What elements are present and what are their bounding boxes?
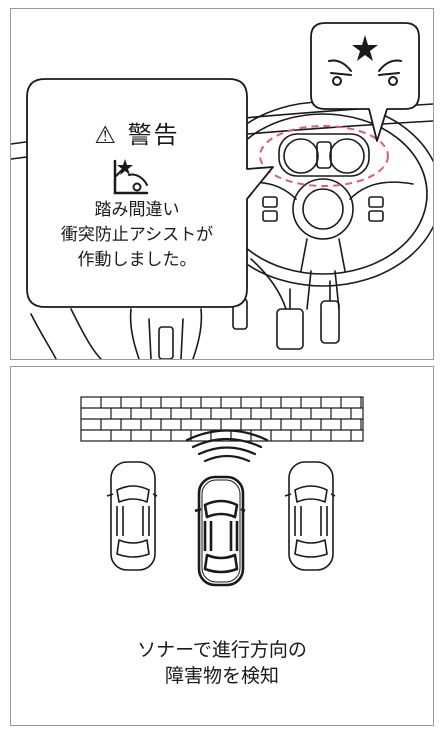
car-outline-part — [201, 479, 241, 583]
car-outline-part — [284, 493, 336, 497]
car-outline-part — [294, 539, 328, 558]
warning-title-text: 警告 — [127, 121, 180, 149]
own-car — [194, 475, 246, 587]
brick-wall — [80, 396, 364, 442]
warning-triangle-icon: ⚠ — [94, 121, 118, 149]
car-outline-part — [203, 499, 239, 519]
car-outline-part — [110, 461, 156, 571]
collision-callout — [310, 22, 420, 142]
cockpit-illustration-panel: ⚠ 警告 踏み間違い 衝突防止アシストが 作動しました。 — [10, 8, 434, 360]
warning-title: ⚠ 警告 — [27, 115, 247, 150]
collision-icon — [328, 35, 402, 86]
sonar-detection-panel: ソナーで進行方向の 障害物を検知 — [10, 366, 434, 726]
cockpit-drawing — [11, 22, 433, 359]
warning-callout — [26, 78, 274, 308]
car-outline-part — [197, 475, 245, 587]
warning-message-line-2: 衝突防止アシストが — [60, 225, 214, 245]
detection-caption-line-1: ソナーで進行方向の — [137, 639, 307, 661]
car-outline-part — [116, 539, 150, 558]
brake-pedal — [276, 308, 304, 350]
sonar-waves-icon — [185, 429, 269, 463]
pedal-misapplication-icon — [113, 159, 149, 195]
car-outline-part — [294, 485, 328, 503]
car-outline-part — [194, 507, 246, 513]
warning-message-line-1: 踏み間違い — [94, 200, 180, 220]
accelerator-pedal — [320, 300, 340, 344]
detection-caption: ソナーで進行方向の 障害物を検知 — [11, 637, 433, 689]
warning-message-line-3: 作動しました。 — [77, 250, 197, 270]
car-outline-part — [203, 553, 239, 574]
car-outline-part — [106, 493, 158, 497]
meter-cluster — [278, 133, 370, 177]
detection-caption-line-2: 障害物を検知 — [164, 665, 279, 687]
parking-drawing — [80, 396, 364, 587]
warning-message: 踏み間違い 衝突防止アシストが 作動しました。 — [27, 198, 247, 273]
meter-highlight — [259, 125, 389, 187]
parked-car-left — [106, 461, 158, 571]
steering-hub — [292, 178, 354, 240]
car-outline-part — [116, 485, 150, 503]
parked-car-right — [284, 461, 336, 571]
car-outline-part — [288, 461, 334, 571]
